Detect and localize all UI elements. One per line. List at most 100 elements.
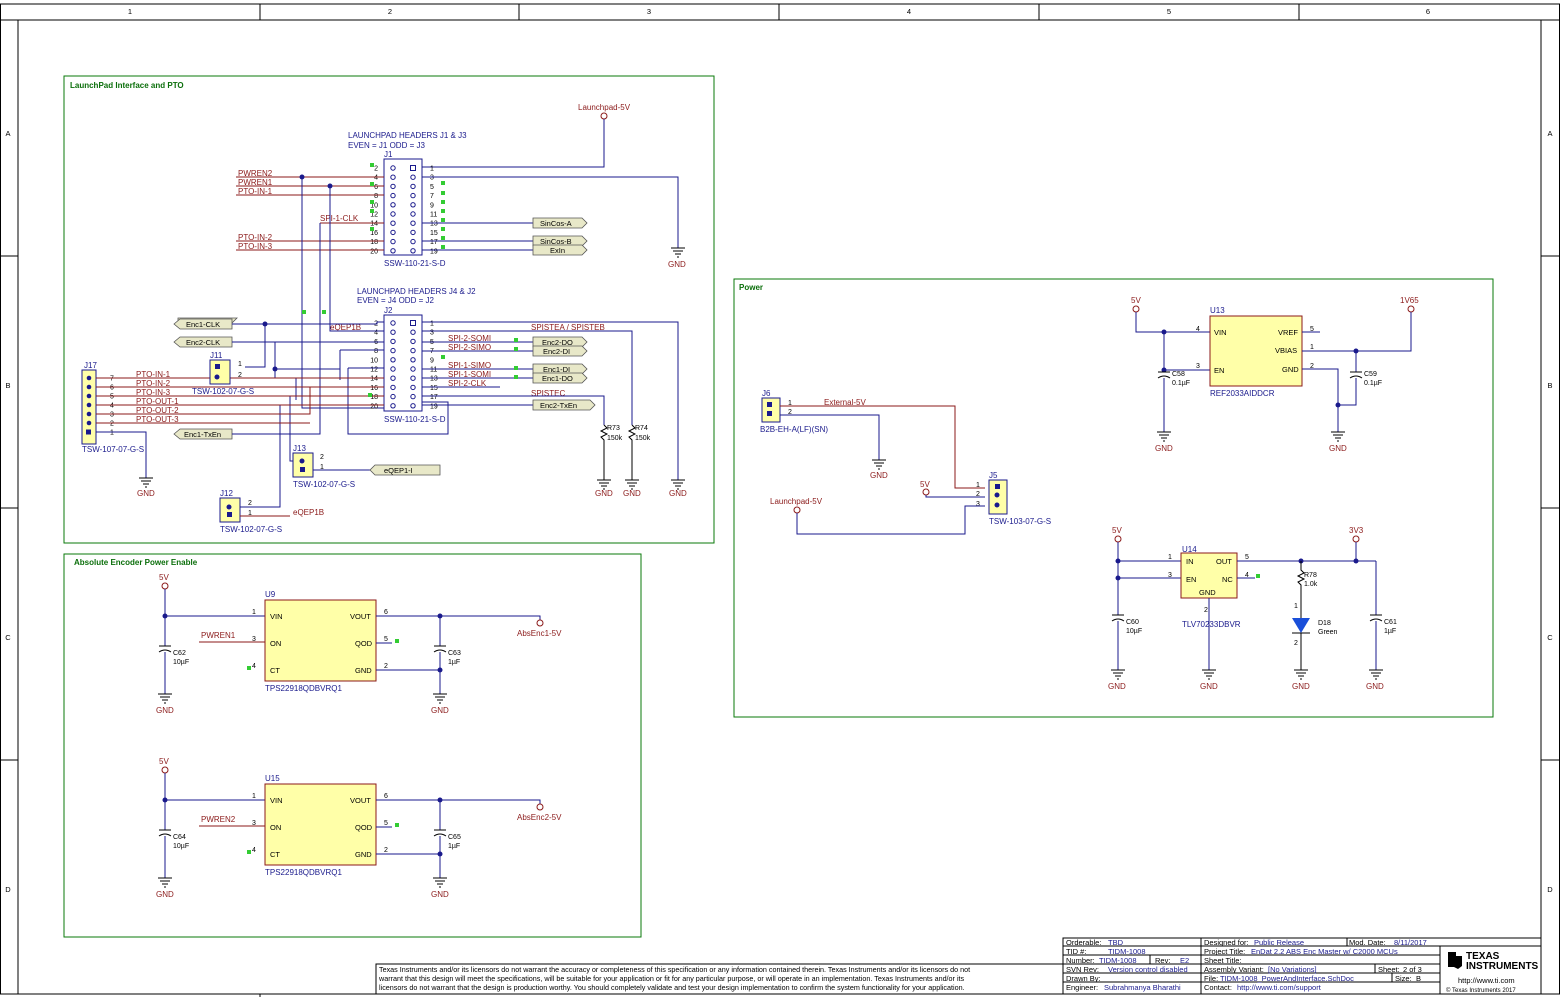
ti-logo	[1448, 952, 1462, 969]
c60-ref: C60	[1126, 619, 1139, 626]
header-pin	[390, 384, 396, 391]
pin-number: 18	[370, 239, 378, 246]
j5-5v: 5V	[920, 480, 930, 489]
pin-number: 17	[430, 394, 438, 401]
u13-pin3: 3	[1196, 363, 1200, 370]
pin-number: 4	[374, 175, 378, 182]
tb-rev-label: Rev:	[1155, 956, 1170, 965]
col-label-6: 6	[1426, 7, 1430, 16]
u14-part: TLV70233DBVR	[1182, 620, 1241, 629]
tb-disclaimer-1: Texas Instruments and/or its licensors d…	[379, 965, 970, 974]
u13-pin-vin: VIN	[1214, 328, 1227, 337]
no-connect-marker	[441, 218, 445, 222]
net-5v: 5V	[159, 757, 169, 766]
r74-ref: R74	[635, 425, 648, 432]
header-pin	[410, 357, 416, 363]
header-pin	[390, 347, 396, 354]
j11-connector	[209, 359, 231, 385]
header-pin	[390, 366, 396, 372]
net-pto-in-2: PTO-IN-2	[238, 233, 273, 242]
u14-pin3: 3	[1168, 572, 1172, 579]
port-enc1-txen-label: Enc1-TxEn	[184, 430, 221, 439]
power-section: Power 5V U13 4 VIN 3 EN VREF 5 VBIAS 1 G…	[733, 278, 1494, 718]
header-pin	[390, 393, 396, 400]
header-pin	[390, 211, 396, 217]
pin-number: 5	[430, 184, 434, 191]
tb-sheet-label: Sheet:	[1378, 965, 1400, 974]
port-enc1-clk-label: Enc1-CLK	[186, 320, 220, 329]
net-spi1-simo: SPI-1-SIMO	[448, 361, 491, 370]
header-pin	[86, 393, 92, 399]
r74-value: 150k	[635, 435, 651, 442]
row-label-d: D	[5, 885, 11, 894]
u13-1v65: 1V65	[1400, 296, 1419, 305]
tb-project-value: EnDat 2.2 ABS Enc Master w/ C2000 MCUs	[1251, 947, 1398, 956]
header-pin	[410, 220, 416, 226]
no-connect-marker	[370, 209, 374, 213]
cap-ref: C64	[173, 834, 186, 841]
j11-ref: J11	[210, 351, 223, 360]
port-enc2-di	[532, 345, 588, 357]
j1-ref: J1	[384, 150, 393, 159]
pin-number: 18	[370, 394, 378, 401]
c58-value: 0.1µF	[1172, 380, 1190, 387]
no-connect-marker	[322, 310, 326, 314]
col-label-3: 3	[647, 7, 651, 16]
header-pin	[390, 357, 396, 363]
hdr2-sub: EVEN = J4 ODD = J2	[357, 296, 434, 305]
gnd-symbol	[1111, 669, 1125, 680]
pin-number: 4	[374, 330, 378, 337]
gnd-symbol	[158, 693, 172, 704]
net-pwren1: PWREN1	[238, 178, 273, 187]
j17-net-4: PTO-OUT-1	[136, 397, 179, 406]
row-label-c: C	[5, 633, 11, 642]
u14-5v: 5V	[1112, 526, 1122, 535]
net-absenc-5v: AbsEnc1-5V	[517, 629, 562, 638]
j13-pin-1: 1	[320, 464, 324, 471]
j17-part: TSW-107-07-G-S	[82, 445, 144, 454]
gnd-symbol	[872, 459, 886, 470]
pin-number: 1	[110, 430, 114, 437]
port-enc2-txen	[532, 399, 596, 411]
u14-ref: U14	[1182, 545, 1197, 554]
tb-contact-label: Contact:	[1204, 983, 1232, 992]
pin-number: 19	[430, 403, 438, 410]
ic-tps22918	[264, 599, 377, 682]
gnd-label: GND	[1329, 444, 1347, 453]
j17-net-1: PTO-IN-1	[136, 370, 171, 379]
no-connect-marker	[514, 338, 518, 342]
tb-copyright: © Texas Instruments 2017	[1446, 987, 1516, 994]
gnd-symbol	[1202, 669, 1216, 680]
u13-pin1: 1	[1310, 344, 1314, 351]
port-enc1-do-label: Enc1-DO	[542, 374, 573, 383]
port-sincos-b	[532, 235, 588, 247]
net-absenc-5v: AbsEnc2-5V	[517, 813, 562, 822]
resistor-r74	[627, 424, 637, 480]
pin-number: 4	[252, 663, 256, 670]
lp5v-label: Launchpad-5V	[578, 103, 631, 112]
pin-number: 5	[384, 636, 388, 643]
header-pin	[410, 202, 416, 208]
j5-pin2: 2	[976, 491, 980, 498]
net-spi1-somi: SPI-1-SOMI	[448, 370, 491, 379]
u13-pin2: 2	[1310, 363, 1314, 370]
tb-engineer-value: Subrahmanya Bharathi	[1104, 983, 1181, 992]
pin-gnd: GND	[355, 850, 372, 859]
pin-ct: CT	[270, 666, 280, 675]
port-sincos-a	[532, 217, 588, 229]
header-pin	[410, 347, 416, 354]
u13-pin5: 5	[1310, 326, 1314, 333]
gnd-symbol	[433, 877, 447, 888]
net-external-5v: External-5V	[824, 398, 866, 407]
hdr2-title: LAUNCHPAD HEADERS J4 & J2	[357, 287, 476, 296]
pin-vin: VIN	[270, 796, 283, 805]
gnd-label: GND	[1155, 444, 1173, 453]
j5-pin1: 1	[976, 482, 980, 489]
absenc-section: Absolute Encoder Power Enable 5VC6210µFG…	[63, 553, 642, 938]
header-pin	[390, 238, 396, 245]
tb-moddate-value: 8/11/2017	[1394, 938, 1427, 947]
gnd-label: GND	[870, 471, 888, 480]
header-pin	[410, 384, 416, 391]
pin-number: 11	[430, 212, 437, 219]
cap-value: 1µF	[448, 843, 460, 850]
